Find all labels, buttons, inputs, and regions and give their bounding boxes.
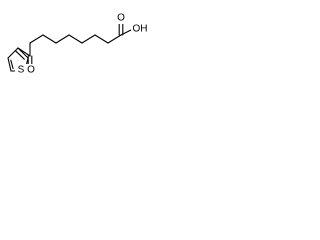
carboxyl-oxygen-label: O xyxy=(117,13,125,24)
bond-group xyxy=(7,20,134,72)
chain-bond-3 xyxy=(81,34,96,44)
chain-bond-2 xyxy=(94,34,109,44)
bottom-oxygen-mask xyxy=(24,64,38,76)
molecule-canvas: O OH O S xyxy=(0,0,156,138)
top-oxygen-mask xyxy=(114,12,128,24)
chain-bond-1 xyxy=(107,34,122,44)
structure-diagram: O OH O S xyxy=(7,12,150,76)
chain-bond-4 xyxy=(68,34,83,44)
thiophene-sulfur-label: S xyxy=(18,65,25,76)
hydroxyl-label: OH xyxy=(133,24,148,35)
chain-bond-7 xyxy=(29,34,44,44)
thiophene-inner-bond-2 xyxy=(14,50,25,60)
chain-bond-5 xyxy=(55,34,70,44)
thiophene-bond-5 xyxy=(17,47,29,59)
thiophene-bond-2 xyxy=(7,57,12,72)
chain-bond-6 xyxy=(42,34,57,44)
thiophene-bond-1 xyxy=(7,47,19,59)
oh-label-mask xyxy=(131,23,150,35)
thiophene-inner-bond-1 xyxy=(10,59,14,70)
ketone-oxygen-label: O xyxy=(27,65,35,76)
sulfur-mask xyxy=(15,64,27,76)
